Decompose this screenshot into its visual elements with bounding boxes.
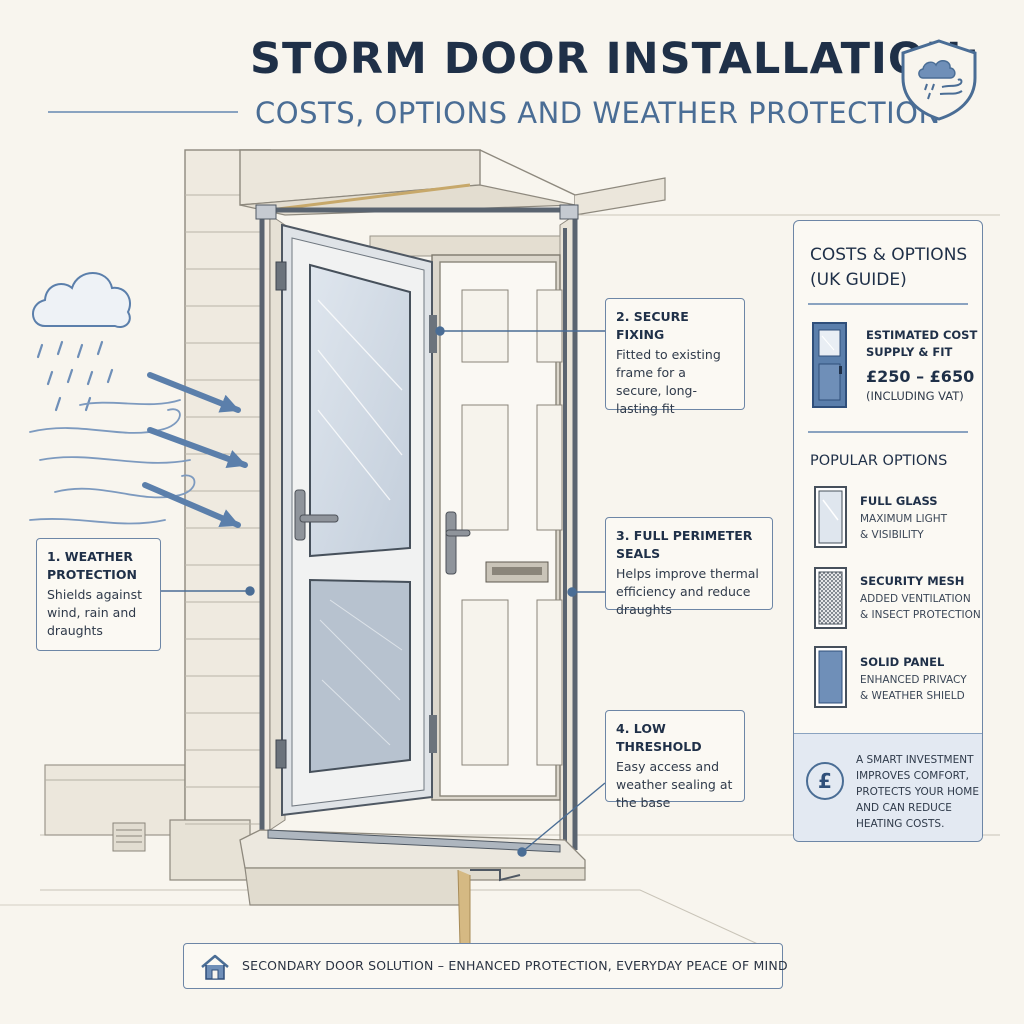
- security-mesh-icon: [814, 567, 847, 629]
- door-icon: [812, 322, 847, 408]
- callout-title: 2. SECURE FIXING: [616, 309, 689, 342]
- callout-text: Helps improve thermal efficiency and red…: [616, 566, 759, 617]
- threshold-step: [239, 829, 586, 946]
- cost-label: ESTIMATED COST SUPPLY & FIT: [866, 328, 978, 359]
- option-description: ENHANCED PRIVACY & WEATHER SHIELD: [860, 674, 967, 702]
- option-description: MAXIMUM LIGHT & VISIBILITY: [860, 513, 948, 541]
- porch-canopy: [239, 149, 1000, 216]
- title-divider: [48, 111, 238, 113]
- rain-drop: [86, 370, 94, 386]
- banner-text: SECONDARY DOOR SOLUTION – ENHANCED PROTE…: [242, 958, 788, 973]
- rain-drop: [106, 368, 114, 384]
- panel-divider: [808, 303, 968, 305]
- page-title: STORM DOOR INSTALLATION:: [250, 34, 981, 84]
- cost-note: (INCLUDING VAT): [866, 389, 964, 403]
- rain-drop: [54, 396, 62, 412]
- popular-options-heading: POPULAR OPTIONS: [810, 453, 948, 469]
- callout-title: 3. FULL PERIMETER SEALS: [616, 528, 753, 561]
- wind-arrows: [142, 372, 248, 528]
- callout-title: 1. WEATHER PROTECTION: [47, 549, 137, 582]
- option-name: SOLID PANEL: [860, 655, 945, 669]
- pound-sterling-icon: £: [806, 762, 844, 800]
- brick-pillar: [169, 149, 271, 881]
- panel-divider: [808, 431, 968, 433]
- shield-weather-icon: [901, 39, 977, 121]
- full-glass-icon: [814, 486, 847, 548]
- panel-title: COSTS & OPTIONS (UK GUIDE): [810, 245, 968, 290]
- rain-drop: [36, 343, 44, 359]
- rain-drop: [76, 343, 84, 359]
- investment-note: £ A SMART INVESTMENT IMPROVES COMFORT, P…: [794, 733, 982, 841]
- callout-text: Shields against wind, rain and draughts: [47, 587, 142, 638]
- callout-text: Fitted to existing frame for a secure, l…: [616, 347, 721, 416]
- rain-cloud-icon: [32, 272, 131, 328]
- callout-secure-fixing: 2. SECURE FIXING Fitted to existing fram…: [605, 298, 745, 416]
- option-name: FULL GLASS: [860, 494, 938, 508]
- rain-drop: [46, 370, 54, 386]
- costs-options-panel: COSTS & OPTIONS (UK GUIDE) ESTIMATED COS…: [793, 220, 983, 842]
- storm-door-illustration: [0, 149, 1000, 946]
- investment-text: A SMART INVESTMENT IMPROVES COMFORT, PRO…: [856, 754, 979, 830]
- callout-weather-protection: 1. WEATHER PROTECTION Shields against wi…: [36, 538, 161, 651]
- page-subtitle: COSTS, OPTIONS AND WEATHER PROTECTION: [255, 96, 941, 130]
- rain-drop: [96, 340, 104, 356]
- callout-low-threshold: 4. LOW THRESHOLD Easy access and weather…: [605, 710, 745, 810]
- solid-panel-icon: [814, 646, 847, 708]
- callout-perimeter-seals: 3. FULL PERIMETER SEALS Helps improve th…: [605, 517, 773, 617]
- option-description: ADDED VENTILATION & INSECT PROTECTION: [860, 593, 981, 621]
- low-wall: [44, 764, 186, 852]
- storm-door-leaf: [275, 223, 437, 817]
- wind-gust-icon: [29, 399, 196, 525]
- footer-banner: SECONDARY DOOR SOLUTION – ENHANCED PROTE…: [183, 943, 788, 989]
- callout-text: Easy access and weather sealing at the b…: [616, 759, 733, 810]
- rain-drop: [66, 368, 74, 384]
- house-icon: [201, 954, 229, 980]
- cost-price: £250 – £650: [866, 367, 975, 386]
- front-door: [431, 254, 563, 801]
- callout-title: 4. LOW THRESHOLD: [616, 721, 702, 754]
- option-name: SECURITY MESH: [860, 574, 965, 588]
- callout-leaders: [160, 326, 606, 857]
- rain-drop: [56, 340, 64, 356]
